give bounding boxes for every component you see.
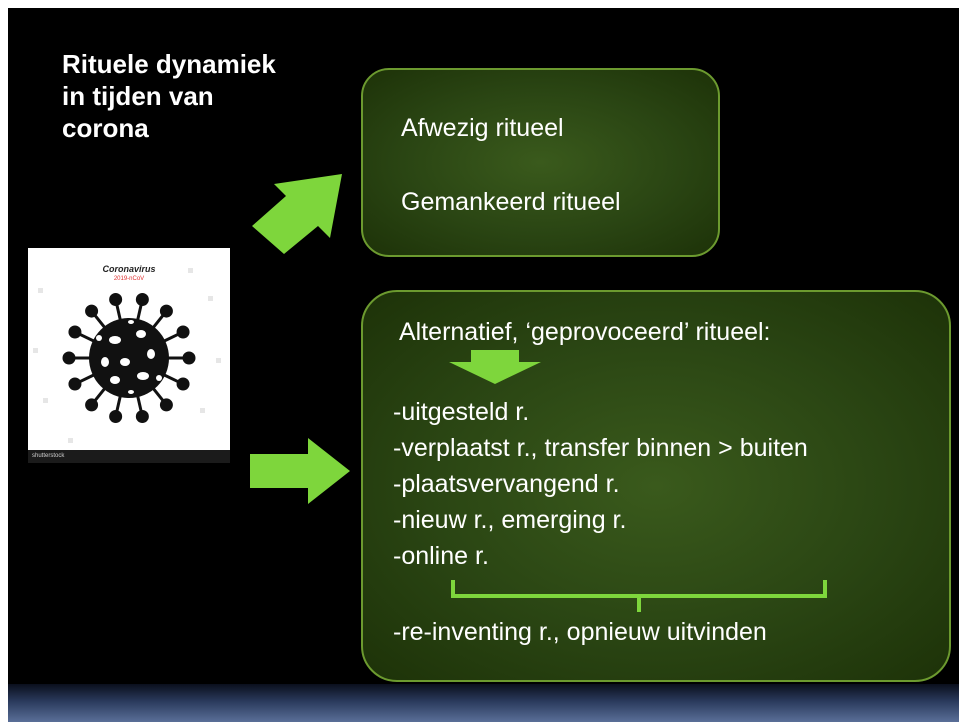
virus-spike-tip <box>85 304 99 318</box>
arrow-right-icon <box>250 438 350 504</box>
ritual-item-new: -nieuw r., emerging r. <box>393 506 627 534</box>
slide: Rituele dynamiek in tijden van corona Co… <box>8 8 959 722</box>
arrow-down-icon <box>449 350 541 384</box>
title-line-2: in tijden van <box>62 81 214 111</box>
slide-title: Rituele dynamiek in tijden van corona <box>62 48 362 144</box>
title-line-1: Rituele dynamiek <box>62 49 276 79</box>
ritual-item-online: -online r. <box>393 542 489 570</box>
virus-spike-tip <box>135 293 149 307</box>
image-watermark: shutterstock <box>28 450 230 463</box>
mangled-ritual-label: Gemankeerd ritueel <box>401 188 621 216</box>
bracket-icon <box>451 580 827 612</box>
slide-footer-band <box>8 684 959 722</box>
virus-spike-tip <box>68 325 82 339</box>
virus-spike-tip <box>182 351 196 365</box>
virus-spike-tip <box>176 377 190 391</box>
virus-spike-tip <box>176 325 190 339</box>
ritual-item-substitute: -plaatsvervangend r. <box>393 470 620 498</box>
absent-ritual-label: Afwezig ritueel <box>401 114 564 142</box>
ritual-item-postponed: -uitgesteld r. <box>393 398 530 426</box>
title-line-3: corona <box>62 113 149 143</box>
ritual-item-reinventing: -re-inventing r., opnieuw uitvinden <box>393 618 767 646</box>
absent-ritual-box: Afwezig ritueel Gemankeerd ritueel <box>361 68 720 257</box>
ritual-item-relocated: -verplaatst r., transfer binnen > buiten <box>393 434 808 462</box>
virus-spike-tip <box>159 398 173 412</box>
alternative-ritual-heading: Alternatief, ‘geprovoceerd’ ritueel: <box>399 318 771 346</box>
coronavirus-image: Coronavirus 2019-nCoV <box>28 248 230 463</box>
virus-spike-tip <box>62 351 76 365</box>
coronavirus-icon <box>33 268 221 443</box>
virus-spike-tip <box>85 398 99 412</box>
image-card-title: Coronavirus <box>102 264 156 274</box>
virus-spike-tip <box>159 304 173 318</box>
virus-spike-tip <box>109 409 123 423</box>
image-card-subtitle: 2019-nCoV <box>113 276 145 282</box>
virus-spike-tip <box>68 377 82 391</box>
arrow-up-right-icon <box>252 174 342 254</box>
alternative-ritual-box: Alternatief, ‘geprovoceerd’ ritueel: -ui… <box>361 290 951 682</box>
virus-spike-tip <box>109 293 123 307</box>
virus-spike-tip <box>135 409 149 423</box>
